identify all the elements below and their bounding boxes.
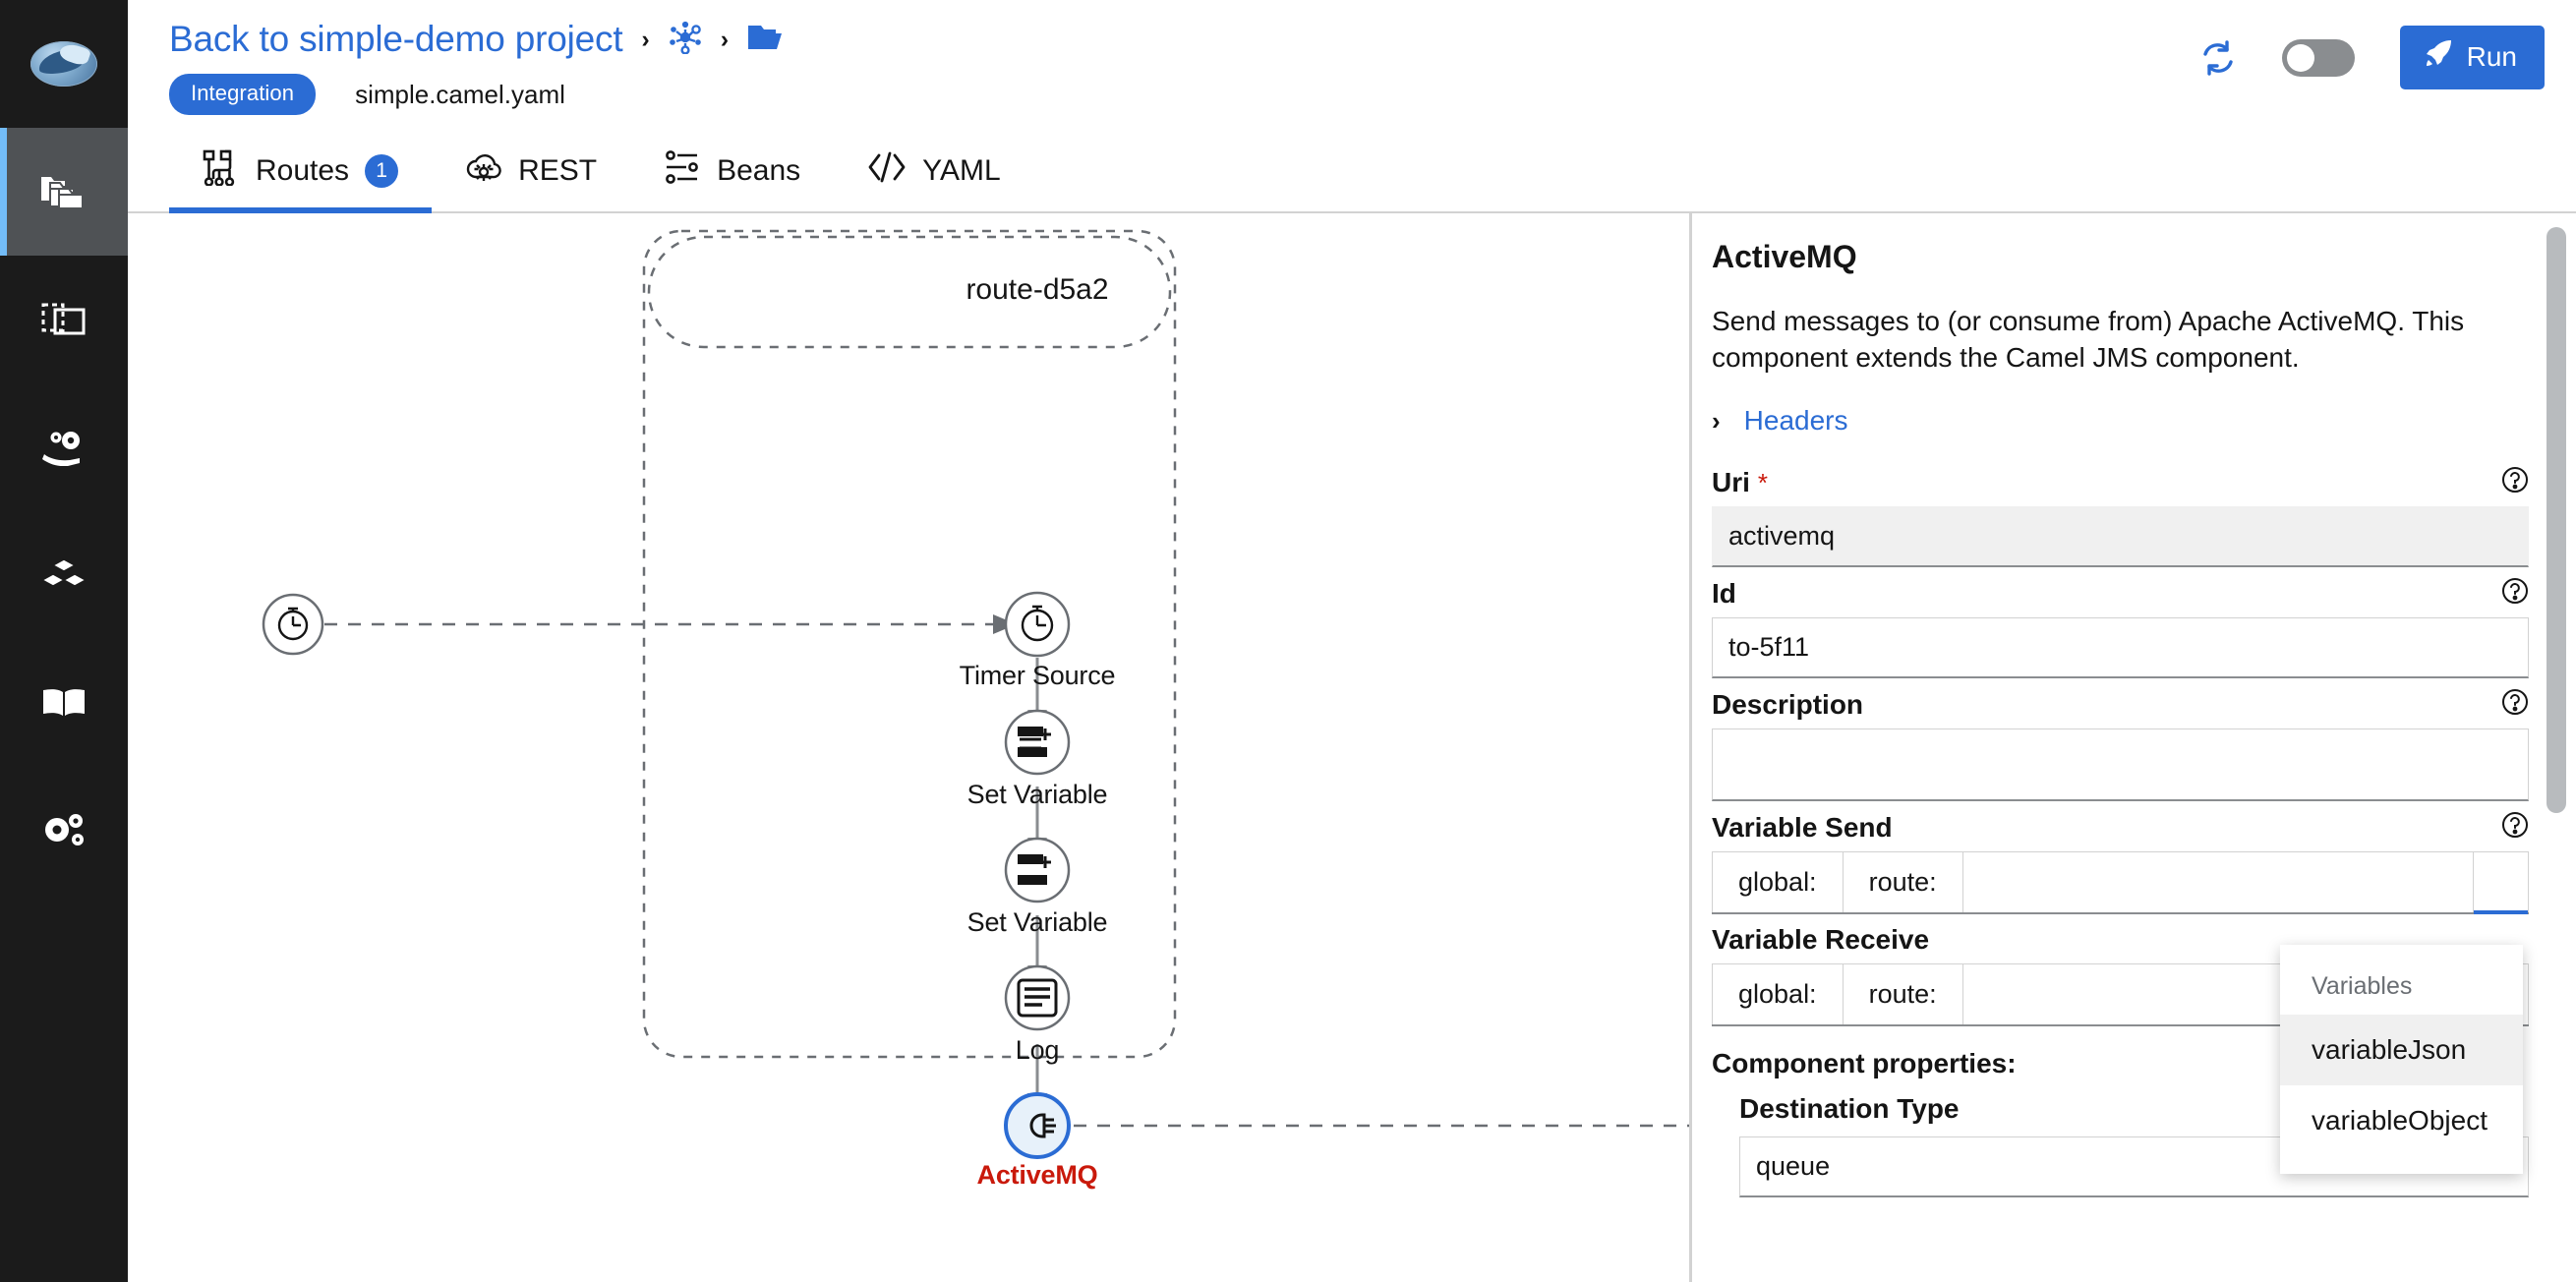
uri-input[interactable] — [1712, 506, 2529, 568]
panel-description: Send messages to (or consume from) Apach… — [1712, 306, 2465, 374]
code-yaml-icon — [867, 150, 907, 192]
variable-send-input[interactable] — [1962, 851, 2474, 913]
book-open-icon — [41, 687, 87, 719]
tab-yaml[interactable]: YAML — [834, 131, 1033, 211]
tab-rest-label: REST — [518, 154, 598, 187]
header-actions: Run — [2199, 26, 2545, 89]
sidebar-item-templates[interactable] — [0, 256, 128, 383]
header-left: Back to simple-demo project › › — [169, 14, 787, 115]
editor-tabs: Routes 1 REST Beans — [128, 133, 2576, 213]
tab-beans[interactable]: Beans — [630, 131, 834, 211]
destination-type-label: Destination Type — [1739, 1093, 1960, 1125]
tab-yaml-label: YAML — [922, 154, 1001, 187]
help-icon[interactable] — [2501, 811, 2529, 844]
field-uri: Uri* — [1712, 466, 2529, 568]
tab-routes[interactable]: Routes 1 — [169, 131, 433, 213]
id-input[interactable] — [1712, 617, 2529, 679]
variable-receive-scope-global[interactable]: global: — [1712, 963, 1844, 1025]
folders-icon — [41, 173, 87, 210]
tab-routes-count: 1 — [365, 154, 399, 188]
node-label-activemq[interactable]: ActiveMQ — [976, 1160, 1098, 1190]
header-subrow: Integration simple.camel.yaml — [169, 74, 787, 115]
field-variable-send: Variable Send global: route: — [1712, 811, 2529, 915]
routes-icon — [203, 148, 240, 194]
breadcrumb-separator-2: › — [720, 25, 730, 53]
node-label-set-variable-1[interactable]: Set Variable — [966, 780, 1108, 809]
refresh-icon[interactable] — [2199, 39, 2237, 77]
dropdown-item-variableObject[interactable]: variableObject — [2312, 1105, 2488, 1136]
node-label-timer-source[interactable]: Timer Source — [959, 661, 1116, 690]
node-label-log[interactable]: Log — [1015, 1035, 1060, 1065]
tab-routes-label: Routes — [256, 154, 350, 187]
help-icon[interactable] — [2501, 577, 2529, 610]
rest-cloud-icon — [465, 150, 502, 192]
panel-scrollbar-thumb[interactable] — [2547, 227, 2566, 813]
help-icon[interactable] — [2501, 688, 2529, 721]
properties-panel: ActiveMQ Send messages to (or consume fr… — [1692, 213, 2576, 1282]
route-title[interactable]: route-d5a2 — [966, 273, 1109, 306]
variable-send-label: Variable Send — [1712, 811, 1893, 843]
sidebar-item-knowledgebase[interactable] — [0, 639, 128, 767]
integration-topology-icon — [669, 21, 702, 59]
node-label-set-variable-2[interactable]: Set Variable — [966, 907, 1108, 937]
cogs-icon — [40, 812, 88, 849]
description-label: Description — [1712, 688, 1864, 720]
id-label: Id — [1712, 577, 1736, 609]
sidebar-item-services[interactable] — [0, 383, 128, 511]
headers-link-label: Headers — [1743, 405, 1848, 437]
left-nav-rail — [0, 0, 128, 1282]
sidebar-item-containers[interactable] — [0, 511, 128, 639]
run-label: Run — [2466, 40, 2517, 72]
dropdown-group-label: Variables — [2312, 972, 2413, 1000]
run-button[interactable]: Run — [2399, 26, 2545, 89]
destination-type-value: queue — [1756, 1151, 1831, 1182]
variables-dropdown-menu: Variables variableJson variableObject — [2280, 945, 2523, 1174]
dropdown-item-variableJson[interactable]: variableJson — [2280, 1015, 2523, 1085]
page-header: Back to simple-demo project › › — [128, 0, 2576, 133]
description-input[interactable] — [1712, 728, 2529, 802]
toggle-knob — [2286, 43, 2314, 72]
variable-send-scope-route[interactable]: route: — [1843, 851, 1963, 913]
field-description: Description — [1712, 688, 2529, 802]
app-logo[interactable] — [0, 0, 128, 128]
variable-send-scope-global[interactable]: global: — [1712, 851, 1844, 913]
route-canvas[interactable]: route-d5a2 Timer Source Set Variable Set… — [128, 213, 1689, 1282]
cubes-icon — [41, 558, 87, 592]
sidebar-item-projects[interactable] — [0, 128, 128, 256]
file-name-label: simple.camel.yaml — [355, 79, 565, 109]
variable-receive-label: Variable Receive — [1712, 924, 1930, 956]
beans-icon — [664, 150, 701, 192]
rocket-icon — [2424, 38, 2453, 75]
gears-hand-icon — [40, 429, 88, 466]
tab-beans-label: Beans — [717, 154, 801, 187]
variable-receive-scope-route[interactable]: route: — [1843, 963, 1963, 1025]
kebab-menu-icon[interactable] — [2474, 851, 2529, 915]
auto-start-toggle[interactable] — [2281, 38, 2355, 77]
panel-divider[interactable] — [1689, 213, 1692, 1282]
karavan-whale-logo-icon — [30, 41, 97, 87]
uri-label: Uri — [1712, 466, 1750, 497]
panel-title: ActiveMQ — [1712, 239, 1857, 274]
field-id: Id — [1712, 577, 2529, 679]
uri-required-marker: * — [1757, 467, 1769, 497]
sidebar-item-configuration[interactable] — [0, 767, 128, 895]
help-icon[interactable] — [2501, 466, 2529, 498]
breadcrumb: Back to simple-demo project › › — [169, 14, 787, 65]
folder-open-icon[interactable] — [747, 23, 787, 57]
component-properties-label: Component properties: — [1712, 1048, 2017, 1079]
chevron-right-icon: › — [1712, 405, 1721, 436]
tab-rest[interactable]: REST — [432, 131, 630, 211]
back-to-project-link[interactable]: Back to simple-demo project — [169, 19, 623, 59]
headers-toggle[interactable]: › Headers — [1712, 405, 2529, 437]
dashed-window-icon — [41, 302, 87, 337]
panel-scrollbar[interactable] — [2547, 219, 2566, 1282]
breadcrumb-separator-1: › — [641, 25, 650, 53]
integration-badge: Integration — [169, 74, 317, 115]
route-graph — [262, 229, 1689, 1159]
